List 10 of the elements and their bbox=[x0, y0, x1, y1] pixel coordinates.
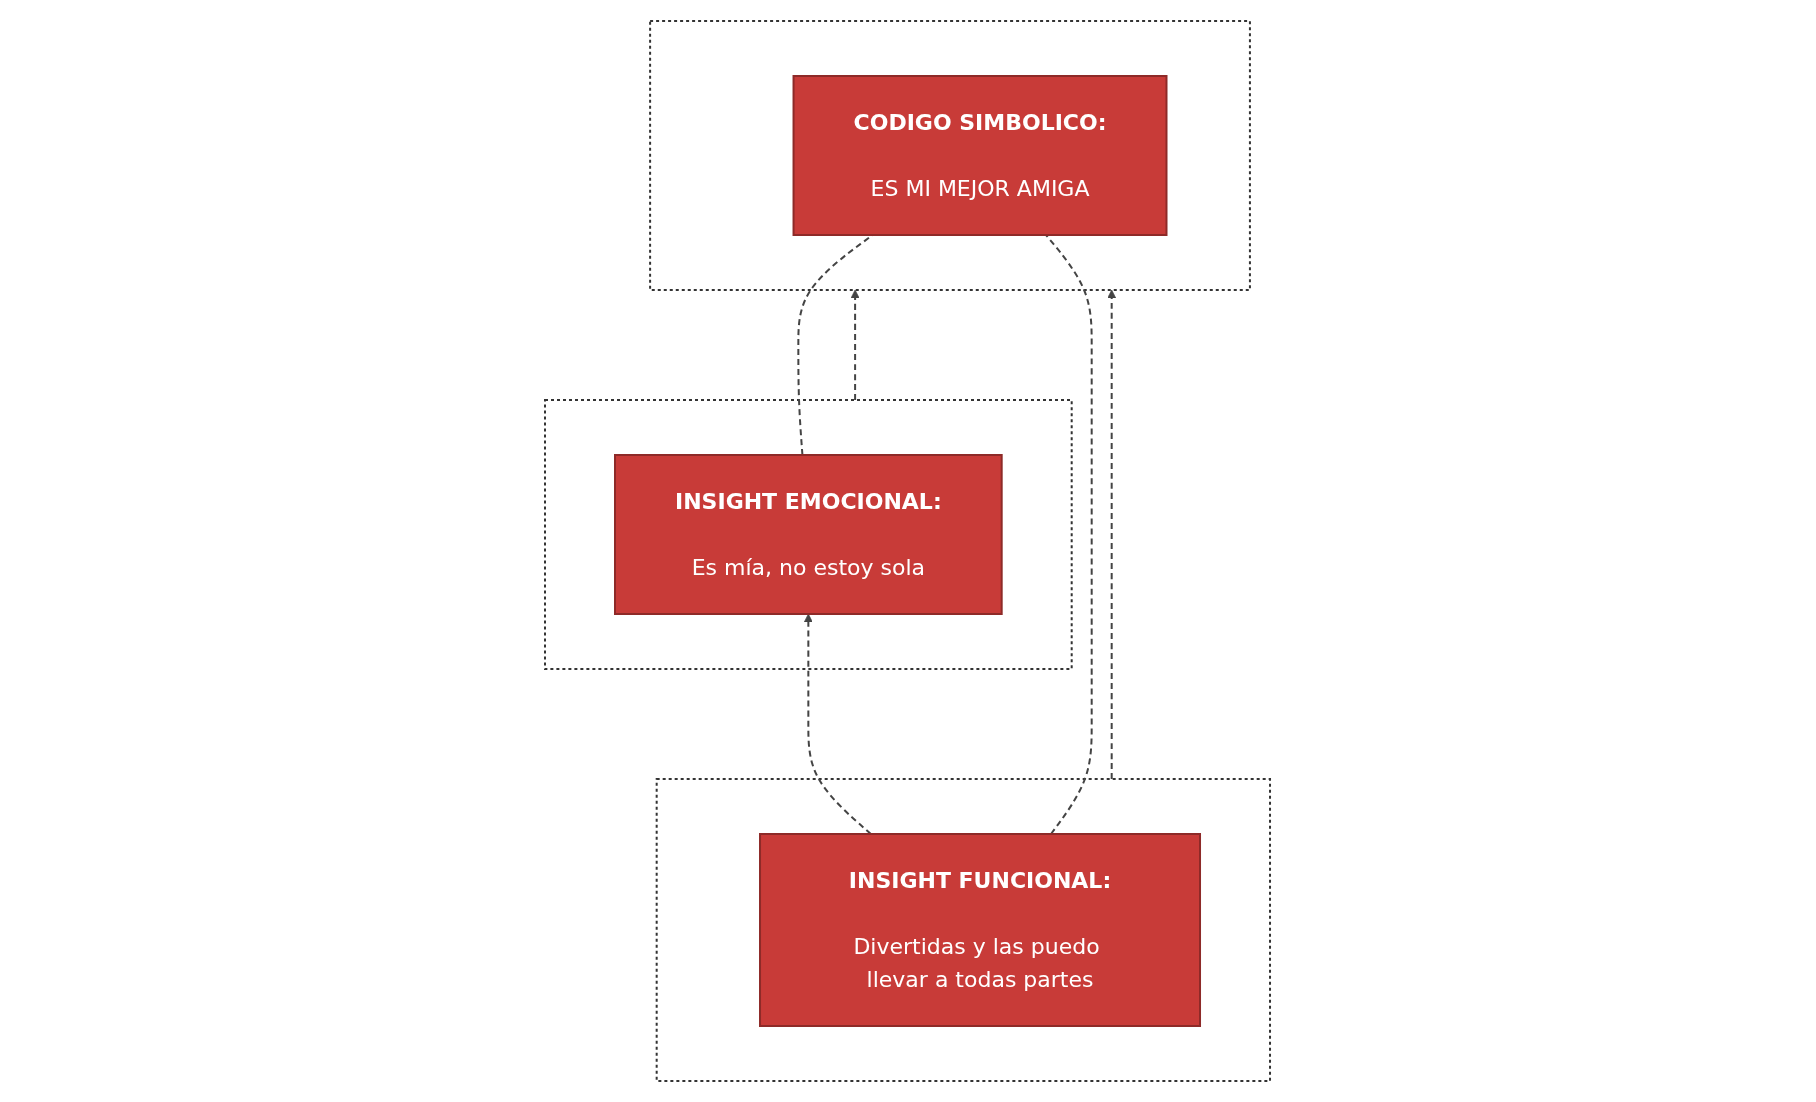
arrow bbox=[1107, 289, 1117, 780]
node-box: INSIGHT EMOCIONAL: Es mía, no estoy sola bbox=[614, 454, 1004, 615]
connector bbox=[1045, 234, 1094, 835]
cluster bbox=[656, 778, 1272, 1082]
cluster bbox=[649, 20, 1252, 291]
cluster bbox=[544, 399, 1074, 670]
arrow bbox=[851, 289, 860, 401]
arrow bbox=[804, 613, 873, 835]
node-box: CODIGO SIMBOLICO: ES MI MEJOR AMIGA bbox=[793, 75, 1168, 236]
node-box: INSIGHT FUNCIONAL: Divertidas y las puedo llevar a todas partes bbox=[759, 833, 1202, 1027]
